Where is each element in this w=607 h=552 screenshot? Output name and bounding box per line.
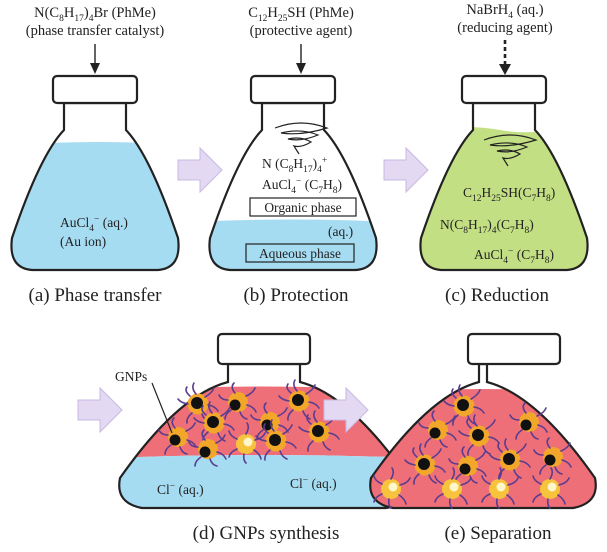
flask-c: NaBrH4 (aq.) (reducing agent) C12H25SH(C… <box>419 2 589 306</box>
flask-b-aq-label: (aq.) <box>328 224 353 239</box>
flask-b-cation: N (C8H17)4+ <box>262 156 327 175</box>
flask-b-anion: AuCl4− (C7H8) <box>262 177 342 196</box>
flask-a-stopper <box>51 74 139 105</box>
caption-e: (e) Separation <box>444 523 552 544</box>
flask-d-cl-right: Cl− (aq.) <box>290 476 337 491</box>
flask-d-stopper <box>216 332 312 366</box>
flask-b-outline <box>208 101 378 272</box>
gnps-pointer <box>151 382 173 434</box>
gnps-label: GNPs <box>115 369 147 384</box>
flask-b-stopper <box>249 74 337 105</box>
flask-b-reagent-role: (protective agent) <box>250 23 353 39</box>
flask-c-arrowhead <box>499 64 511 75</box>
caption-d: (d) GNPs synthesis <box>193 523 340 544</box>
step-arrow-2 <box>383 146 429 194</box>
flask-a: N(C8H17)4Br (PhMe) (phase transfer catal… <box>10 5 180 306</box>
flask-a-reagent: N(C8H17)4Br (PhMe) <box>34 5 156 24</box>
step-arrow-4 <box>323 386 369 434</box>
caption-c: (c) Reduction <box>445 285 549 306</box>
organic-phase-box <box>249 197 357 217</box>
caption-a: (a) Phase transfer <box>29 285 163 306</box>
flask-c-ammonium: N(C8H17)4(C7H8) <box>440 217 534 236</box>
step-arrow-3 <box>77 386 123 434</box>
flask-e: (e) Separation <box>369 332 597 544</box>
flask-c-thiol: C12H25SH(C7H8) <box>463 185 555 204</box>
flask-a-reagent-role: (phase transfer catalyst) <box>26 23 165 39</box>
flask-c-liquid <box>420 103 588 270</box>
flask-c-swirl <box>483 134 538 167</box>
flask-d-cl-left: Cl− (aq.) <box>157 482 204 497</box>
flask-c-reagent: NaBrH4 (aq.) <box>466 2 543 21</box>
flask-a-ion: AuCl4− (aq.) <box>60 215 128 234</box>
flask-b: C12H25SH (PhMe) (protective agent) N (C8… <box>208 5 378 306</box>
flask-a-outline <box>10 101 180 272</box>
flask-c-stopper <box>460 74 548 105</box>
flask-b-reagent: C12H25SH (PhMe) <box>248 5 354 24</box>
caption-b: (b) Protection <box>243 285 349 306</box>
flask-e-outline <box>369 362 597 510</box>
step-arrow-1 <box>177 146 223 194</box>
flask-c-outline <box>419 101 589 272</box>
flask-c-anion: AuCl4− (C7H8) <box>474 247 554 266</box>
flask-a-ion-note: (Au ion) <box>60 234 106 249</box>
aqueous-phase-box <box>245 243 355 263</box>
flask-c-reagent-role: (reducing agent) <box>457 20 553 36</box>
flask-a-arrowhead <box>90 63 100 74</box>
organic-phase-label: Organic phase <box>264 200 341 215</box>
aqueous-phase-label: Aqueous phase <box>259 246 341 261</box>
flask-b-arrowhead <box>296 63 306 74</box>
flask-e-stopper <box>466 332 562 366</box>
flask-b-swirl <box>274 122 329 155</box>
flask-d: GNPs Cl− (aq.) Cl− (aq.) (d) GNPs synthe… <box>115 332 410 544</box>
